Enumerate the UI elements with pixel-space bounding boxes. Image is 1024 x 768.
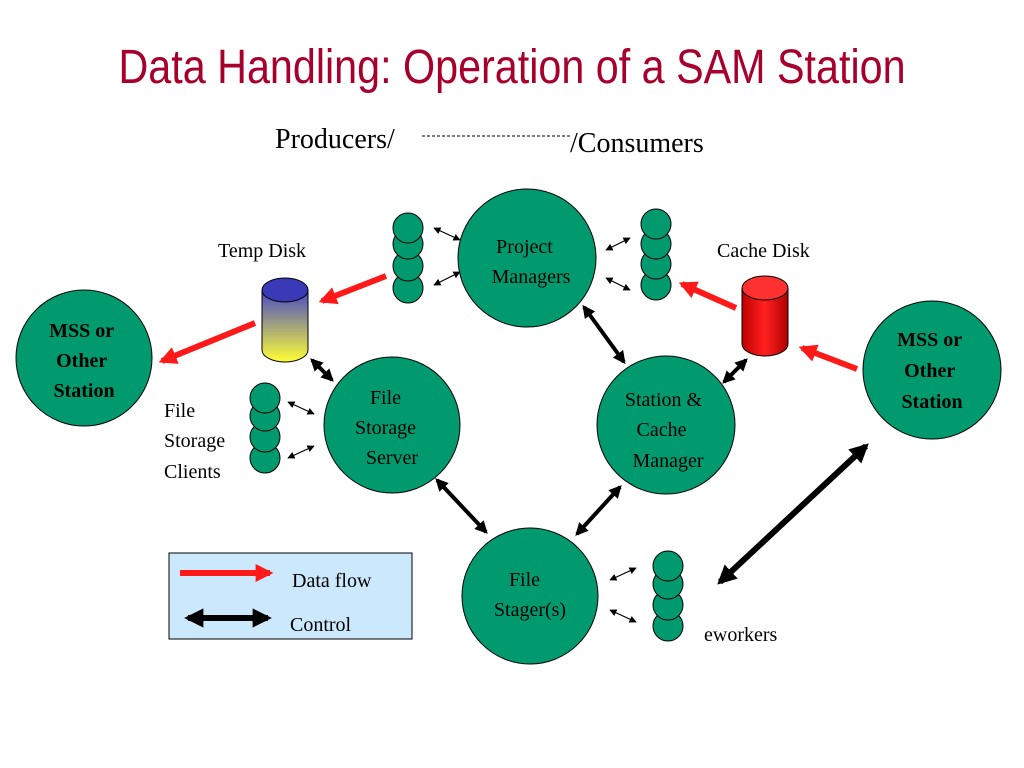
temp-disk-icon	[261, 277, 309, 363]
file-storage-clients-label: File Storage Clients	[164, 400, 230, 483]
svg-text:File Stager(s): File Stager(s)	[494, 569, 566, 621]
worker-stack-consumers	[640, 208, 672, 301]
legend: Data flow Control	[168, 552, 413, 640]
node-mss-right: MSS or Other Station	[862, 300, 1002, 440]
subtitle-producers: Producers/	[275, 124, 395, 155]
small-arrow	[433, 271, 461, 286]
small-arrow	[287, 445, 315, 459]
small-arrow	[433, 227, 461, 241]
control-arrow-tempdisk-fss	[310, 358, 334, 382]
subtitle-consumers: /Consumers	[570, 128, 704, 159]
worker-stack-producers	[392, 212, 424, 304]
worker-stack-eworkers	[652, 550, 684, 642]
svg-text:MSS or Other Stati: MSS or Other Station	[897, 329, 967, 413]
small-arrow	[605, 277, 631, 291]
control-arrow-fss-stager	[435, 478, 488, 534]
small-arrow	[609, 609, 637, 623]
page-title: Data Handling: Operation of a SAM Statio…	[118, 41, 906, 94]
node-project-managers: Project Managers	[457, 188, 597, 328]
svg-text:File Storage Serve: File Storage Server	[355, 387, 421, 469]
worker-stack-file-storage-clients	[249, 382, 281, 474]
svg-text:MSS or Other Stati: MSS or Other Station	[49, 320, 119, 402]
data-flow-arrow-tempdisk-mss	[158, 320, 257, 364]
svg-text:Station & Cache Ma: Station & Cache Manager	[625, 389, 707, 472]
cache-disk-icon	[741, 275, 789, 357]
control-arrow-station-stager	[575, 485, 622, 536]
data-flow-arrows	[158, 273, 859, 372]
node-file-storage-server: File Storage Server	[323, 356, 461, 494]
small-arrow	[605, 237, 631, 251]
legend-data-flow-label: Data flow	[292, 570, 372, 592]
small-arrow	[609, 567, 637, 581]
data-flow-arrow-producers-tempdisk	[318, 273, 388, 305]
small-arrow	[287, 401, 315, 415]
eworkers-label: eworkers	[704, 624, 778, 646]
node-file-stagers: File Stager(s)	[461, 527, 599, 665]
control-arrow-pm-station	[582, 304, 626, 365]
control-arrows	[310, 304, 869, 585]
data-flow-arrow-mss-cachedisk	[798, 344, 859, 372]
control-arrow-eworkers-mss	[717, 443, 869, 585]
legend-control-label: Control	[290, 614, 352, 636]
node-mss-left: MSS or Other Station	[15, 289, 153, 427]
svg-text:Project Managers: Project Managers	[492, 236, 571, 288]
data-flow-arrow-cachedisk-consumers	[678, 281, 738, 311]
small-arrows	[287, 227, 637, 623]
temp-disk-label: Temp Disk	[218, 240, 306, 262]
cache-disk-label: Cache Disk	[717, 240, 810, 262]
control-arrow-station-cachedisk	[722, 358, 748, 384]
node-station-cache-manager: Station & Cache Manager	[596, 355, 736, 495]
